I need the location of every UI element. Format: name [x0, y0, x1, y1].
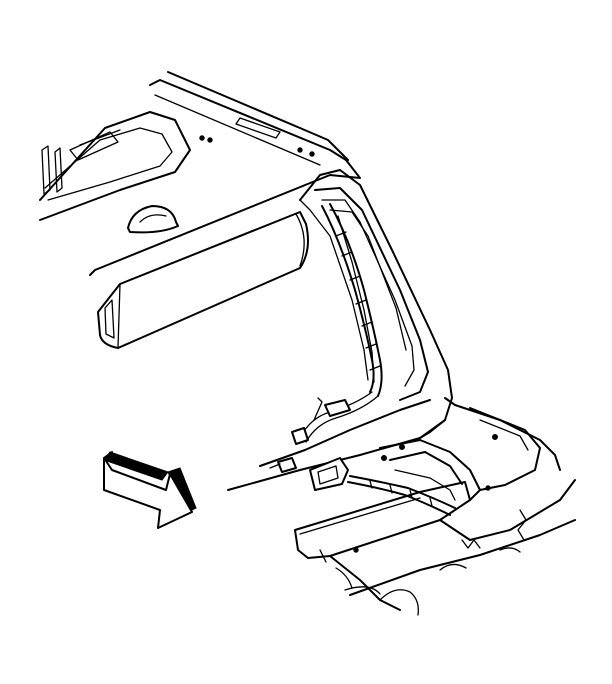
wiring-harness [291, 203, 383, 445]
roof-panel [39, 71, 361, 276]
center-bracket [269, 439, 481, 516]
view-arrow-icon [103, 451, 197, 529]
dome-light [127, 205, 179, 234]
floor-crossmember [227, 397, 576, 616]
headliner-garnish [97, 211, 309, 349]
